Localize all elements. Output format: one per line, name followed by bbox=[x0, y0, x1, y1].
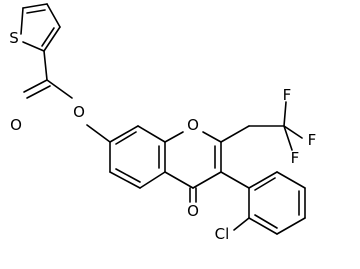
bond bbox=[46, 79, 73, 99]
bond bbox=[115, 131, 137, 145]
bond bbox=[46, 3, 61, 28]
atom-label-o-carbonyl: O bbox=[10, 116, 22, 134]
bond bbox=[202, 131, 222, 143]
bond bbox=[283, 125, 293, 151]
bond bbox=[164, 131, 184, 143]
atom-label-o-ring: O bbox=[187, 116, 199, 134]
atom-label-s: S bbox=[9, 29, 19, 47]
bond bbox=[283, 101, 287, 127]
bonds bbox=[20, 3, 306, 235]
bond bbox=[220, 171, 250, 189]
atom-label-cl: Cl bbox=[215, 225, 230, 243]
bond bbox=[276, 217, 306, 235]
atom-labels: S O O O O Cl F F F bbox=[9, 29, 316, 243]
bond bbox=[41, 27, 55, 47]
bond bbox=[254, 177, 276, 191]
bond bbox=[139, 171, 166, 189]
bond bbox=[192, 171, 222, 189]
bond bbox=[26, 9, 46, 14]
atom-label-o-ketone: O bbox=[187, 202, 199, 220]
bond bbox=[115, 168, 141, 183]
bond bbox=[22, 3, 48, 9]
bond bbox=[283, 125, 303, 139]
atom-label-o-ester: O bbox=[73, 103, 85, 121]
bond bbox=[26, 85, 51, 99]
bond bbox=[248, 171, 278, 189]
bond bbox=[164, 171, 194, 189]
bond bbox=[22, 41, 45, 52]
atom-label-f-right: F bbox=[308, 131, 317, 149]
atom-label-f-bottom: F bbox=[291, 149, 300, 167]
bond bbox=[43, 50, 48, 81]
bond bbox=[233, 217, 250, 231]
bond bbox=[23, 79, 48, 93]
bond bbox=[220, 125, 250, 143]
bond bbox=[109, 171, 141, 189]
bond bbox=[86, 124, 111, 143]
bond bbox=[248, 217, 278, 235]
bond bbox=[20, 7, 24, 35]
atom-label-f-top: F bbox=[283, 86, 292, 104]
bond bbox=[137, 125, 166, 143]
bond bbox=[254, 214, 278, 229]
bond bbox=[276, 171, 306, 189]
bond bbox=[43, 26, 61, 52]
bond bbox=[109, 125, 139, 143]
